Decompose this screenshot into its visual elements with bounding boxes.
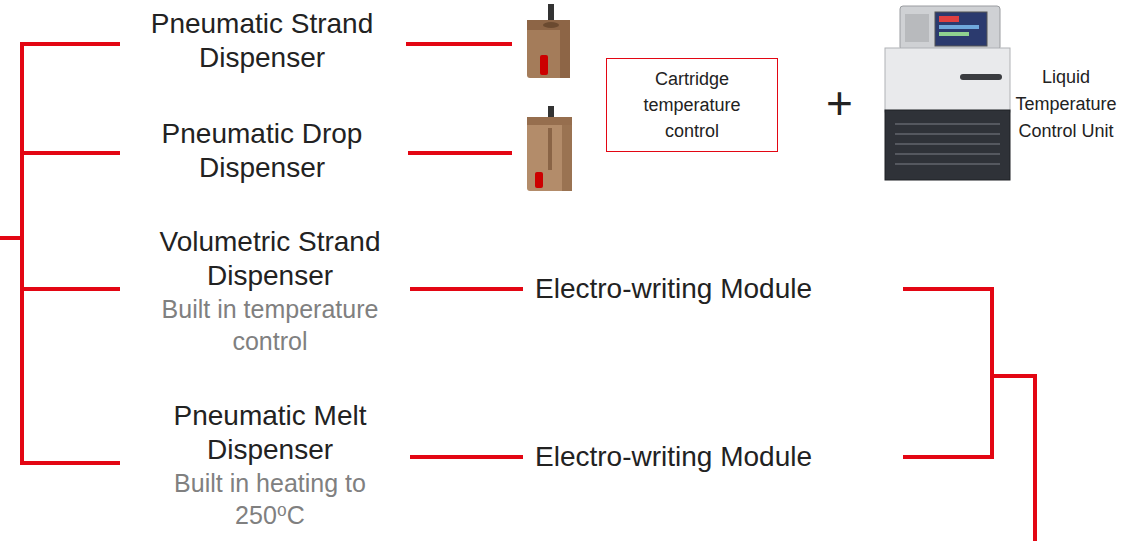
connector-line	[410, 287, 523, 291]
dispenser-label: Pneumatic Strand Dispenser	[122, 7, 402, 75]
connector-line	[410, 455, 523, 459]
bracket-line	[905, 287, 992, 291]
strand-cartridge-icon	[527, 4, 570, 78]
node-note: Built in temperature control	[150, 293, 390, 357]
node-title: Liquid Temperature Control Unit	[996, 64, 1136, 145]
bracket-line	[22, 287, 118, 291]
bracket-line	[22, 461, 118, 465]
leader-line	[408, 42, 510, 46]
module-label: Electro-writing Module	[523, 440, 824, 474]
node-note: Built in heating to 250⁰C	[150, 467, 390, 531]
dispenser-label: Volumetric Strand DispenserBuilt in temp…	[130, 225, 410, 357]
module-label: Electro-writing Module	[523, 272, 824, 306]
node-title: Pneumatic Drop Dispenser	[142, 117, 382, 185]
temperature-unit-picture	[885, 6, 1010, 180]
node-title: Electro-writing Module	[535, 272, 812, 306]
leader-line	[410, 151, 510, 155]
plus-sign: +	[826, 78, 853, 128]
tree-bracket	[0, 44, 1035, 541]
node-title: Cartridge temperature control	[619, 66, 765, 144]
bracket-line	[1033, 376, 1037, 541]
bracket-line	[905, 455, 992, 459]
control-box: Cartridge temperature control	[606, 58, 778, 152]
unit-label: Liquid Temperature Control Unit	[996, 64, 1136, 145]
bracket-line	[20, 44, 24, 463]
drop-cartridge-icon	[527, 106, 572, 191]
dispenser-label: Pneumatic Drop Dispenser	[122, 117, 402, 185]
bracket-line	[990, 289, 994, 457]
node-title: Volumetric Strand Dispenser	[150, 225, 390, 293]
bracket-line	[22, 151, 118, 155]
dispenser-label: Pneumatic Melt DispenserBuilt in heating…	[130, 399, 410, 531]
node-title: Electro-writing Module	[535, 440, 812, 474]
bracket-line	[0, 236, 22, 240]
bracket-line	[22, 42, 118, 46]
bracket-line	[992, 374, 1035, 378]
node-title: Pneumatic Strand Dispenser	[142, 7, 382, 75]
node-title: Pneumatic Melt Dispenser	[150, 399, 390, 467]
